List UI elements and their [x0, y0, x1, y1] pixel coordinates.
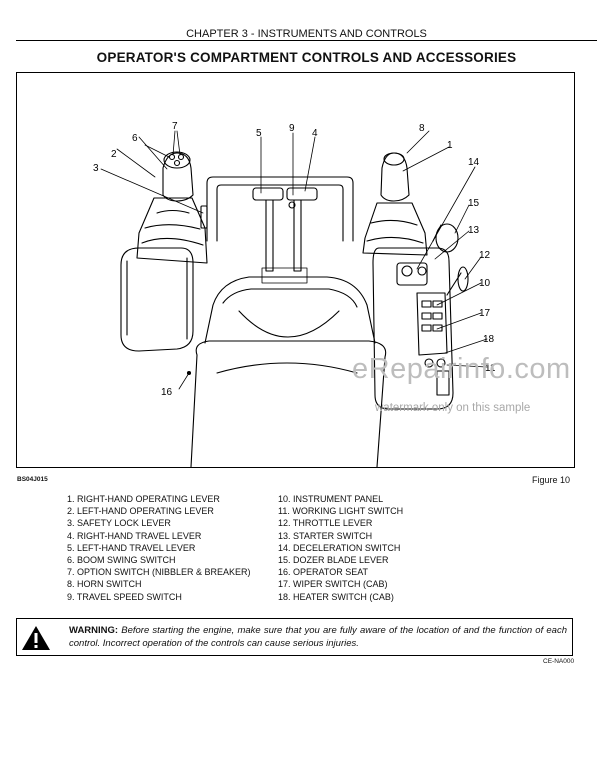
callout-14: 14: [468, 157, 480, 168]
watermark-site: eRepairinfo.com: [352, 353, 571, 385]
callout-3: 3: [93, 163, 99, 174]
callout-17: 17: [479, 308, 491, 319]
legend-item: 4. RIGHT-HAND TRAVEL LEVER: [67, 530, 202, 541]
callout-8: 8: [419, 123, 425, 134]
leader-lines: [100, 130, 488, 390]
legend-item: 9. TRAVEL SPEED SWITCH: [67, 591, 182, 602]
callout-12: 12: [479, 250, 491, 261]
callout-6: 6: [132, 133, 138, 144]
callout-1: 1: [447, 140, 453, 151]
callout-13: 13: [468, 225, 480, 236]
figure-label: Figure 10: [532, 475, 571, 485]
legend-item: 5. LEFT-HAND TRAVEL LEVER: [67, 542, 196, 553]
legend-item: 8. HORN SWITCH: [67, 579, 142, 590]
legend-item: 14. DECELERATION SWITCH: [278, 542, 401, 553]
warning-triangle-icon: [22, 626, 50, 650]
watermark-note: watermark only on this sample: [375, 402, 531, 414]
legend-item: 11. WORKING LIGHT SWITCH: [278, 506, 404, 517]
legend-item: 16. OPERATOR SEAT: [278, 567, 369, 578]
warning-label: WARNING:: [69, 625, 119, 636]
right-console-drawing: [372, 223, 469, 410]
travel-levers-drawing: [252, 187, 318, 284]
callout-18: 18: [483, 334, 495, 345]
warning-box: WARNING: Before starting the engine, mak…: [16, 618, 573, 656]
legend-item: 17. WIPER SWITCH (CAB): [278, 579, 388, 590]
legend-item: 6. BOOM SWING SWITCH: [67, 555, 176, 566]
callout-11: 11: [485, 363, 496, 374]
warning-code: CE-NA000: [543, 658, 575, 665]
legend-item: 1. RIGHT-HAND OPERATING LEVER: [67, 494, 220, 504]
legend-item: 18. HEATER SWITCH (CAB): [278, 591, 394, 602]
callout-4: 4: [312, 128, 318, 139]
legend-item: 10. INSTRUMENT PANEL: [278, 494, 384, 504]
left-grip-drawing: [162, 151, 194, 202]
callout-15: 15: [468, 198, 480, 209]
figure-code: BS04J015: [17, 476, 48, 483]
callout-10: 10: [479, 278, 491, 289]
legend-item: 13. STARTER SWITCH: [278, 530, 373, 541]
callout-2: 2: [111, 149, 117, 160]
legend-item: 3. SAFETY LOCK LEVER: [67, 518, 171, 529]
legend-item: 15. DOZER BLADE LEVER: [278, 555, 389, 566]
legend-item: 7. OPTION SWITCH (NIBBLER & BREAKER): [67, 567, 251, 578]
warning-body: Before starting the engine, make sure th…: [69, 625, 568, 649]
callout-numbers: 1 2 3 4 5 6 7 8 9 10 11 12 13 14 15 16 1…: [93, 121, 496, 398]
rail-frame: [206, 176, 354, 242]
legend-item: 12. THROTTLE LEVER: [278, 518, 373, 529]
legend-item: 2. LEFT-HAND OPERATING LEVER: [67, 506, 214, 517]
chapter-header: CHAPTER 3 - INSTRUMENTS AND CONTROLS: [186, 28, 427, 40]
legend-right-column: 10. INSTRUMENT PANEL 11. WORKING LIGHT S…: [278, 493, 403, 603]
header-rule: [16, 40, 597, 41]
operator-compartment-illustration: 1 2 3 4 5 6 7 8 9 10 11 12 13 14 15 16 1…: [93, 121, 496, 467]
page-title: OPERATOR'S COMPARTMENT CONTROLS AND ACCE…: [96, 50, 517, 65]
legend-left-column: 1. RIGHT-HAND OPERATING LEVER 2. LEFT-HA…: [67, 493, 251, 603]
right-grip-drawing: [362, 152, 428, 256]
callout-16: 16: [161, 387, 173, 398]
operator-seat-drawing: [186, 276, 387, 467]
figure-frame: 1 2 3 4 5 6 7 8 9 10 11 12 13 14 15 16 1…: [16, 72, 575, 468]
left-console-drawing: [120, 197, 208, 352]
callout-5: 5: [256, 128, 262, 139]
callout-9: 9: [289, 123, 295, 134]
callout-7: 7: [172, 121, 178, 132]
warning-text: WARNING: Before starting the engine, mak…: [69, 624, 567, 650]
